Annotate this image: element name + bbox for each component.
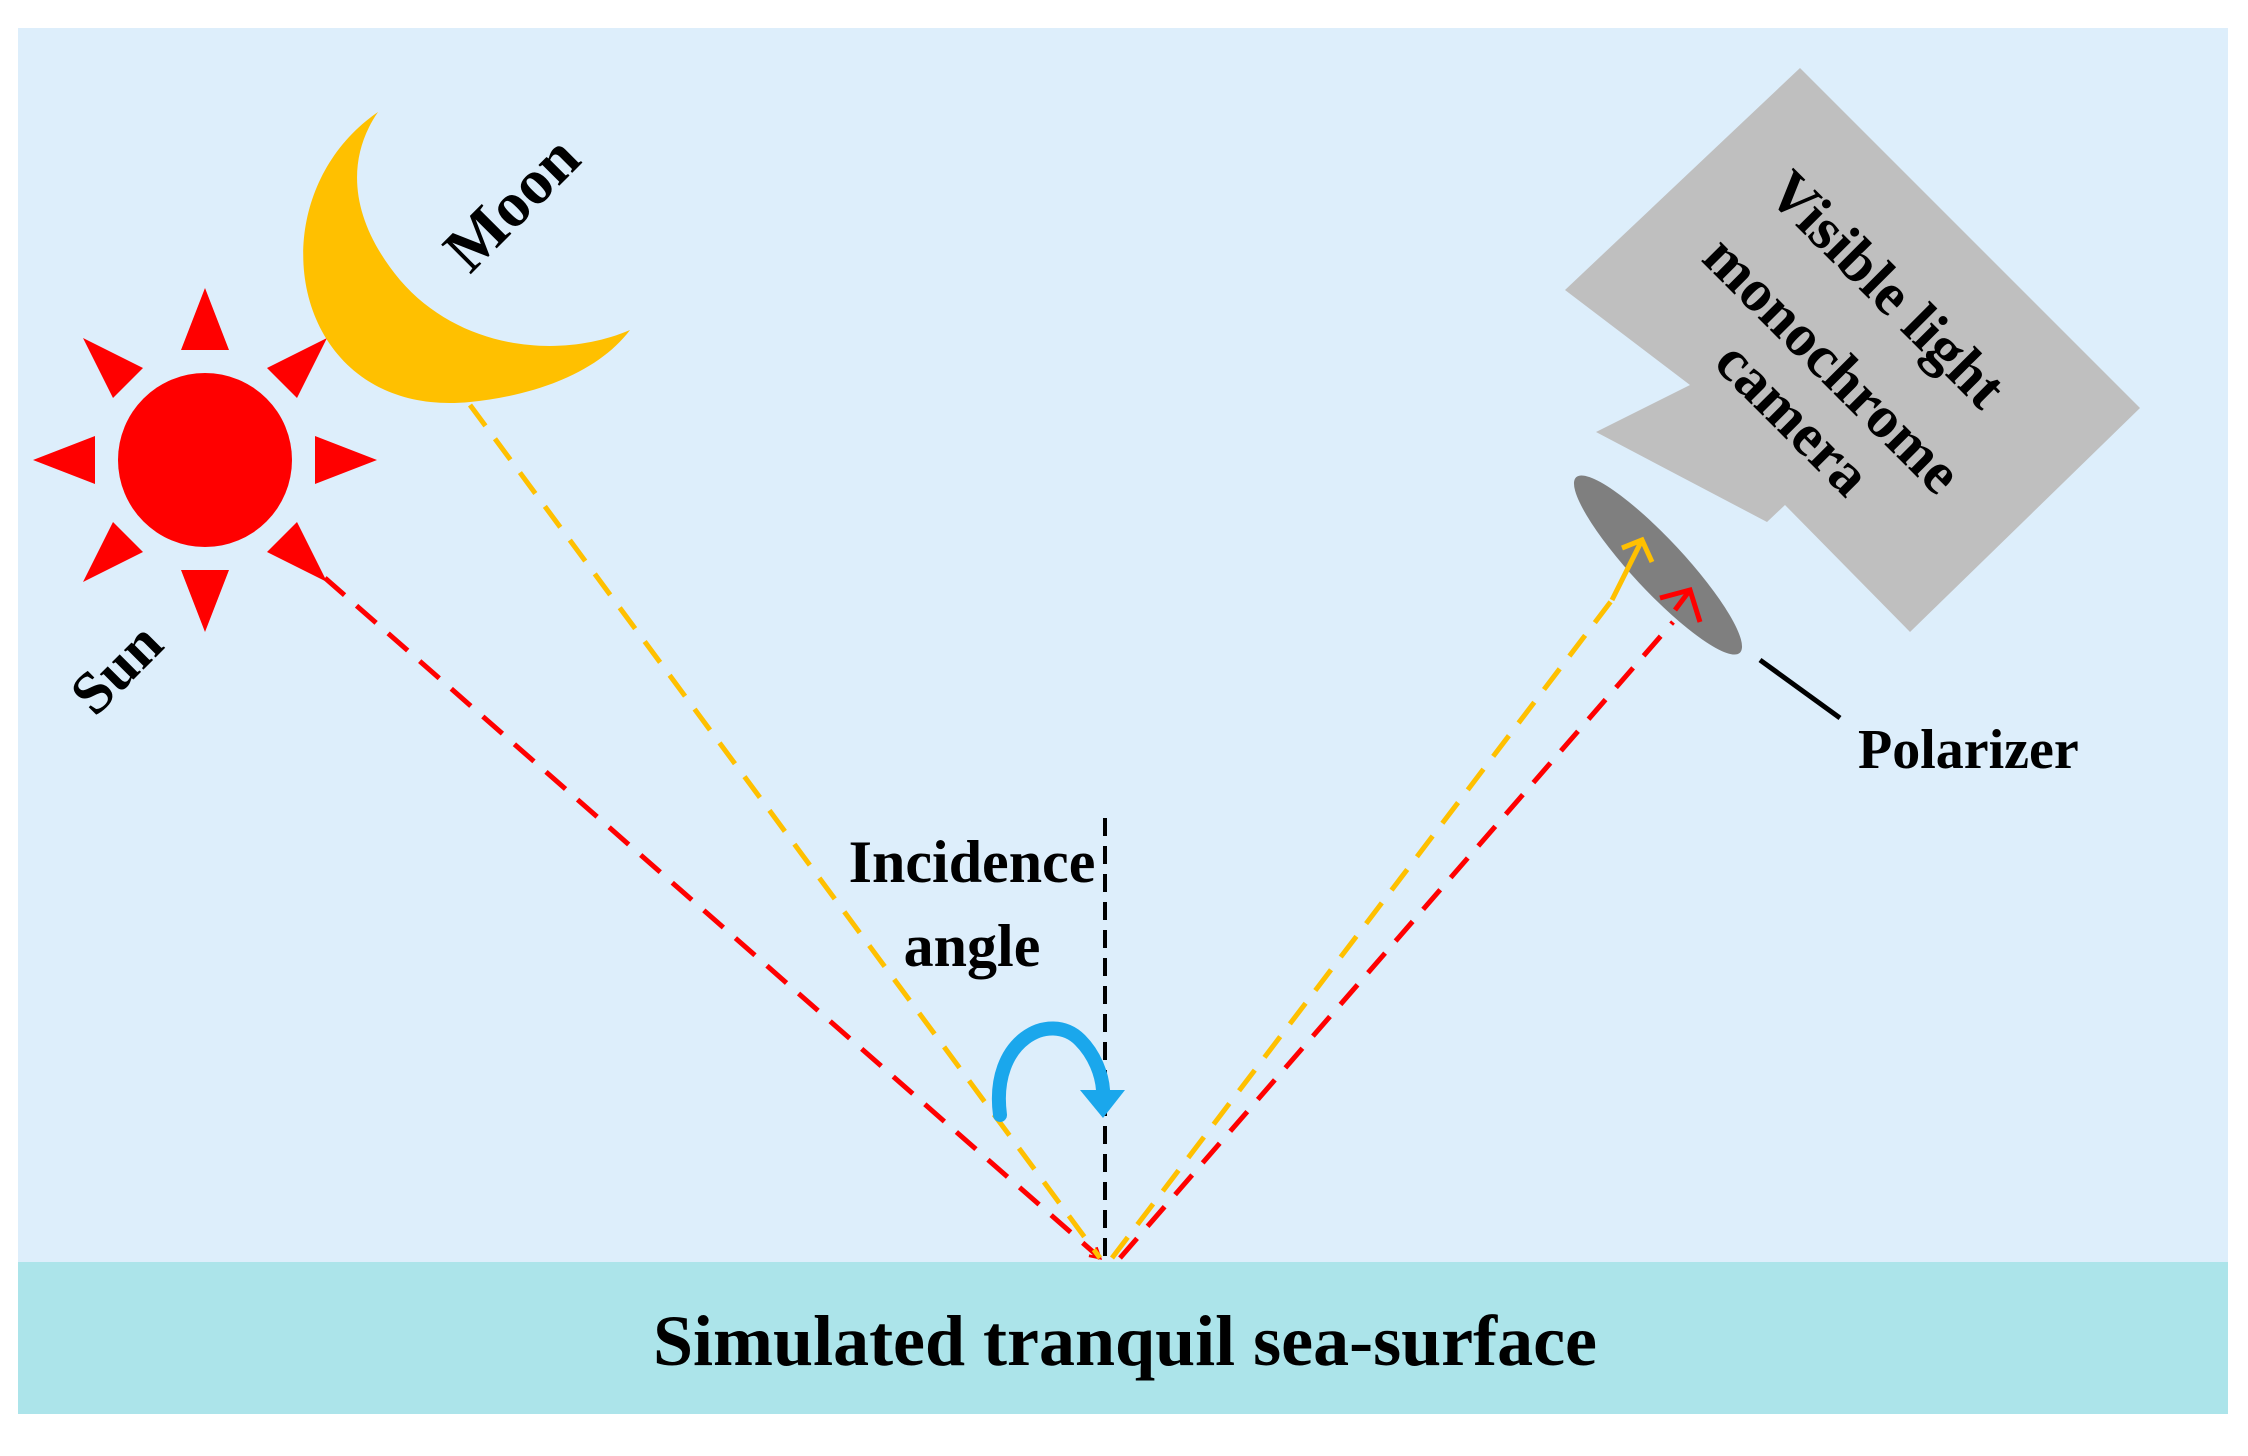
incidence-angle-arrowhead: [1080, 1090, 1125, 1118]
sun-icon: [33, 288, 377, 632]
sun-reflected-ray: [1118, 620, 1675, 1260]
lens-moon-arrow: [1609, 536, 1655, 602]
camera-body: [1565, 68, 2140, 632]
polarizer-leader-line: [1758, 657, 1842, 721]
incidence-angle-arrow: [991, 1021, 1110, 1122]
sea-surface-label: Simulated tranquil sea-surface: [653, 1301, 1597, 1381]
sun-incident-ray: [323, 576, 1100, 1260]
sea-surface-band: [18, 1262, 2228, 1414]
incidence-label-line2: angle: [904, 913, 1041, 979]
moon-reflected-ray: [1110, 598, 1614, 1260]
polarizer-lens: [1573, 475, 1743, 655]
camera-icon: [1565, 68, 2140, 655]
incidence-label-line1: Incidence: [849, 829, 1096, 895]
moon-icon: [303, 112, 630, 404]
lens-sun-arrow: [1659, 586, 1703, 623]
polarizer-label: Polarizer: [1858, 719, 2079, 781]
